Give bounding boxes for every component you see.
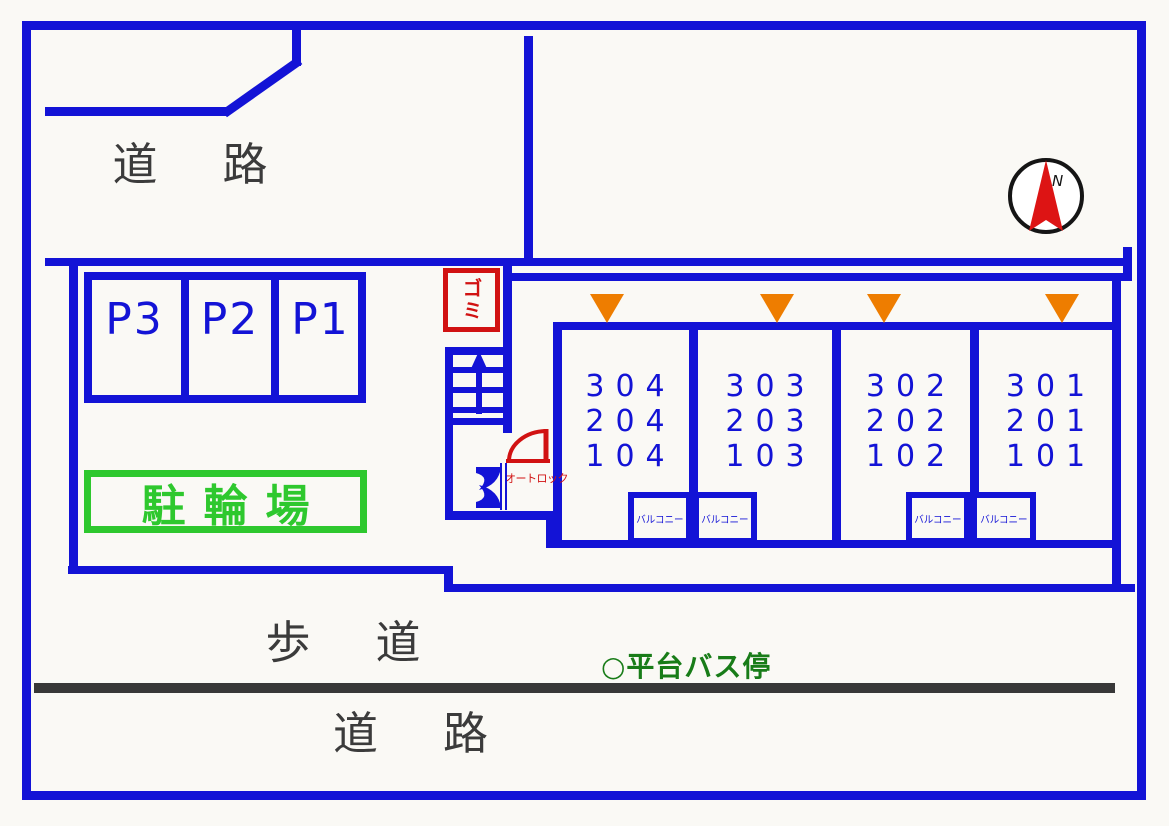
unit-divider-wall (970, 322, 979, 548)
balcony-label: バルコニー (701, 514, 749, 526)
room-number: 101 (1005, 439, 1097, 474)
balcony-box: バルコニー (971, 492, 1036, 544)
room-number: 104 (585, 439, 676, 474)
bus-stop-label: ○平台バス停 (601, 650, 772, 683)
bicycle-parking-box: 駐輪場 (84, 470, 367, 533)
room-number: 304 (585, 369, 676, 404)
balcony-box: バルコニー (693, 492, 757, 544)
unit-column-304: 304 204 104 (561, 369, 689, 474)
stair-step-line (453, 407, 505, 413)
unit-divider-wall (689, 322, 698, 548)
balcony-label: バルコニー (636, 514, 684, 526)
garbage-label: ゴミ (459, 278, 483, 322)
room-number: 201 (1005, 404, 1097, 439)
stair-step-line (453, 367, 505, 373)
room-number: 202 (865, 404, 957, 439)
sidewalk-road-divider-line (34, 683, 1115, 693)
walkway-upper-line (68, 566, 452, 574)
road-divider-line (524, 36, 533, 262)
road-label-top: 道 路 (112, 138, 278, 191)
balcony-label: バルコニー (979, 514, 1028, 526)
units-left-wall (553, 322, 562, 548)
building-front-line (505, 273, 1132, 281)
top-road-edge-line (45, 107, 229, 116)
room-number: 301 (1005, 369, 1097, 404)
site-north-boundary-line (45, 258, 1132, 266)
auto-lock-label: オートロック (505, 472, 569, 485)
walkway-lower-line (444, 584, 1135, 592)
north-boundary-end-stub (1123, 247, 1132, 281)
parking-spot-p2: P2 (200, 294, 260, 345)
unit-divider-wall (832, 322, 841, 548)
room-number: 302 (865, 369, 957, 404)
balcony-label: バルコニー (914, 514, 962, 526)
site-west-boundary-line (69, 258, 78, 574)
porch-step-line (546, 511, 555, 548)
balcony-box: バルコニー (906, 492, 970, 544)
bicycle-parking-label: 駐輪場 (141, 480, 328, 532)
garbage-box: ゴミ (443, 268, 500, 332)
road-label-bottom: 道 路 (332, 707, 498, 760)
room-number: 203 (725, 404, 816, 439)
parking-divider (271, 272, 279, 403)
stair-step-line (453, 387, 505, 393)
porch-bottom-line (445, 511, 555, 520)
stairs-left-wall (445, 347, 453, 519)
plan-border (22, 21, 1146, 800)
unit-column-302: 302 202 102 (841, 369, 970, 474)
walkway-step-line (444, 566, 453, 592)
room-number: 204 (585, 404, 676, 439)
stairs-bottom-line (453, 418, 505, 425)
building-east-wall (1112, 273, 1121, 592)
parking-spot-p1: P1 (291, 294, 350, 345)
room-number: 103 (725, 439, 816, 474)
building-west-wall (503, 266, 512, 433)
sidewalk-label: 歩 道 (265, 616, 431, 669)
top-road-stub-line (292, 28, 301, 66)
parking-spot-p3: P3 (105, 294, 164, 345)
stairs-top-wall (445, 347, 507, 355)
parking-spots-box (84, 272, 366, 403)
unit-column-301: 301 201 101 (979, 369, 1112, 474)
room-number: 102 (865, 439, 957, 474)
room-number: 303 (725, 369, 816, 404)
balcony-box: バルコニー (628, 492, 692, 544)
unit-column-303: 303 203 103 (698, 369, 832, 474)
parking-divider (181, 272, 189, 403)
building-south-wall (546, 540, 1121, 548)
